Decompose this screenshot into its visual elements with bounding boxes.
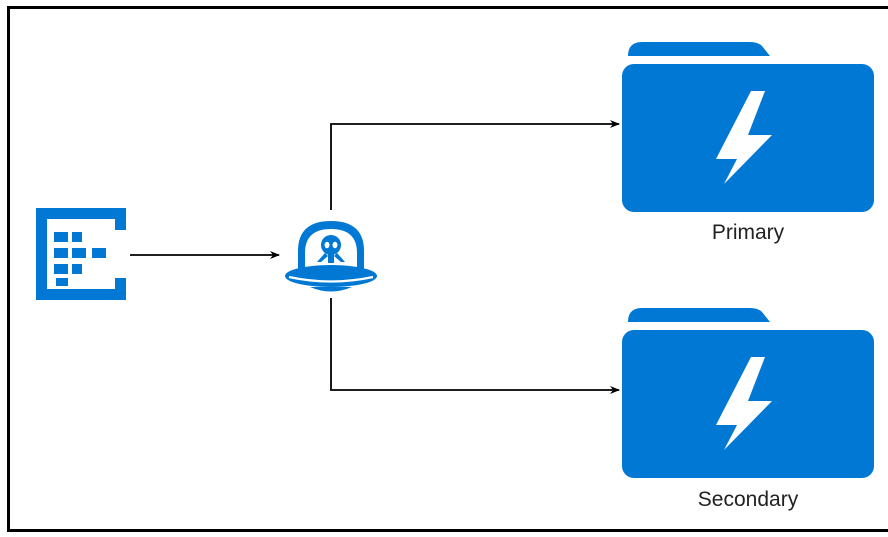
alien-ufo-icon[interactable] [282, 218, 380, 298]
secondary-folder-icon[interactable] [622, 302, 874, 478]
diagram-border [7, 6, 888, 532]
edge-router-to-primary [330, 120, 620, 210]
secondary-label: Secondary [697, 488, 799, 511]
primary-folder-icon[interactable] [622, 36, 874, 212]
event-hub-icon[interactable] [32, 204, 130, 304]
edge-router-to-secondary [330, 298, 620, 394]
primary-label: Primary [711, 221, 785, 244]
